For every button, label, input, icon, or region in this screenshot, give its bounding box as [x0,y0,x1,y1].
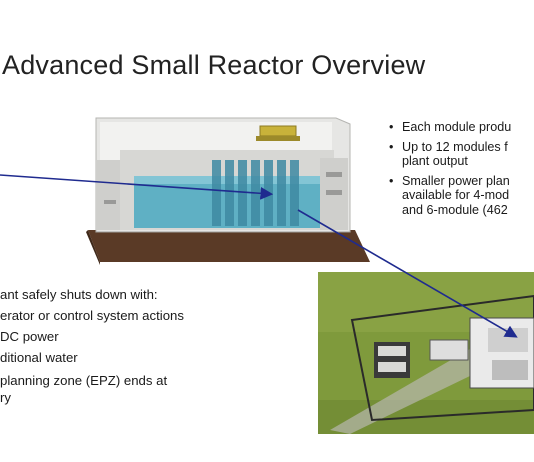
shutdown-item: erator or control system actions [0,308,184,323]
arrow-to-reactor-module [0,174,274,200]
left-text-block: ant safely shuts down with: erator or co… [0,284,184,406]
bullet-up-to-12-modules: Up to 12 modules f plant output [388,140,534,169]
shutdown-intro: ant safely shuts down with: [0,287,158,302]
epz-line: ry [0,390,11,405]
bullet-module-output: Each module produ [388,120,534,135]
epz-line: planning zone (EPZ) ends at [0,373,168,388]
shutdown-item: DC power [0,329,59,344]
right-bullet-list: Each module produ Up to 12 modules f pla… [388,120,534,222]
bullet-smaller-plants: Smaller power plan available for 4-mod a… [388,174,534,218]
slide-title: Advanced Small Reactor Overview [2,50,426,80]
shutdown-item: ditional water [0,350,78,365]
arrow-to-site-building [297,209,518,338]
